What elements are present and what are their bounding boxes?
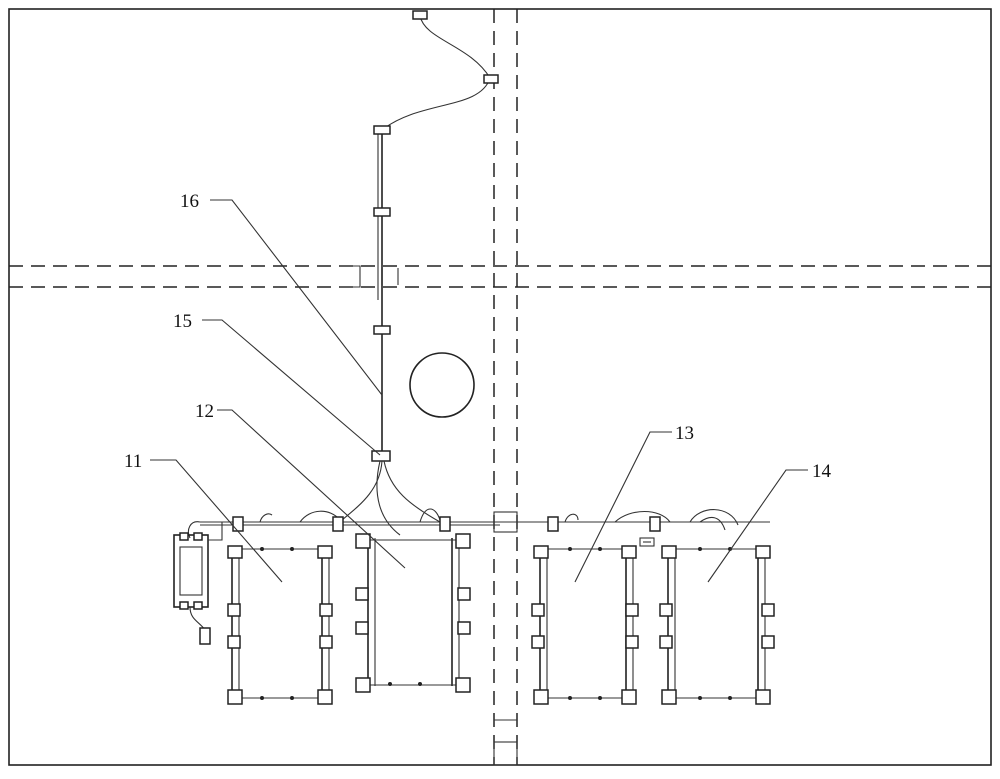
leader-15 [202,319,381,456]
junction-box [173,522,223,645]
leader-13 [574,431,672,583]
leader-12 [217,409,406,569]
small-connector-mark [639,537,655,547]
outer-frame [8,8,992,766]
label-16: 16 [180,191,199,212]
vertical-dashed-beam [493,9,518,766]
distribution-clips [232,516,661,532]
horizontal-dashed-beam [9,265,991,288]
module-12 [355,533,471,693]
module-14 [659,545,775,705]
label-15: 15 [173,311,192,332]
label-11: 11 [124,451,142,472]
distribution-cable [187,508,770,539]
round-opening [409,352,475,418]
leader-14 [707,469,808,583]
label-12: 12 [195,401,214,422]
label-13: 13 [675,423,694,444]
leader-16 [210,199,383,396]
label-14: 14 [812,461,832,482]
leader-11 [150,459,283,583]
beam-brackets [340,265,399,288]
trunk-clips [371,10,499,462]
leader-lines [150,199,808,583]
module-11 [227,545,333,705]
module-13 [531,545,639,705]
